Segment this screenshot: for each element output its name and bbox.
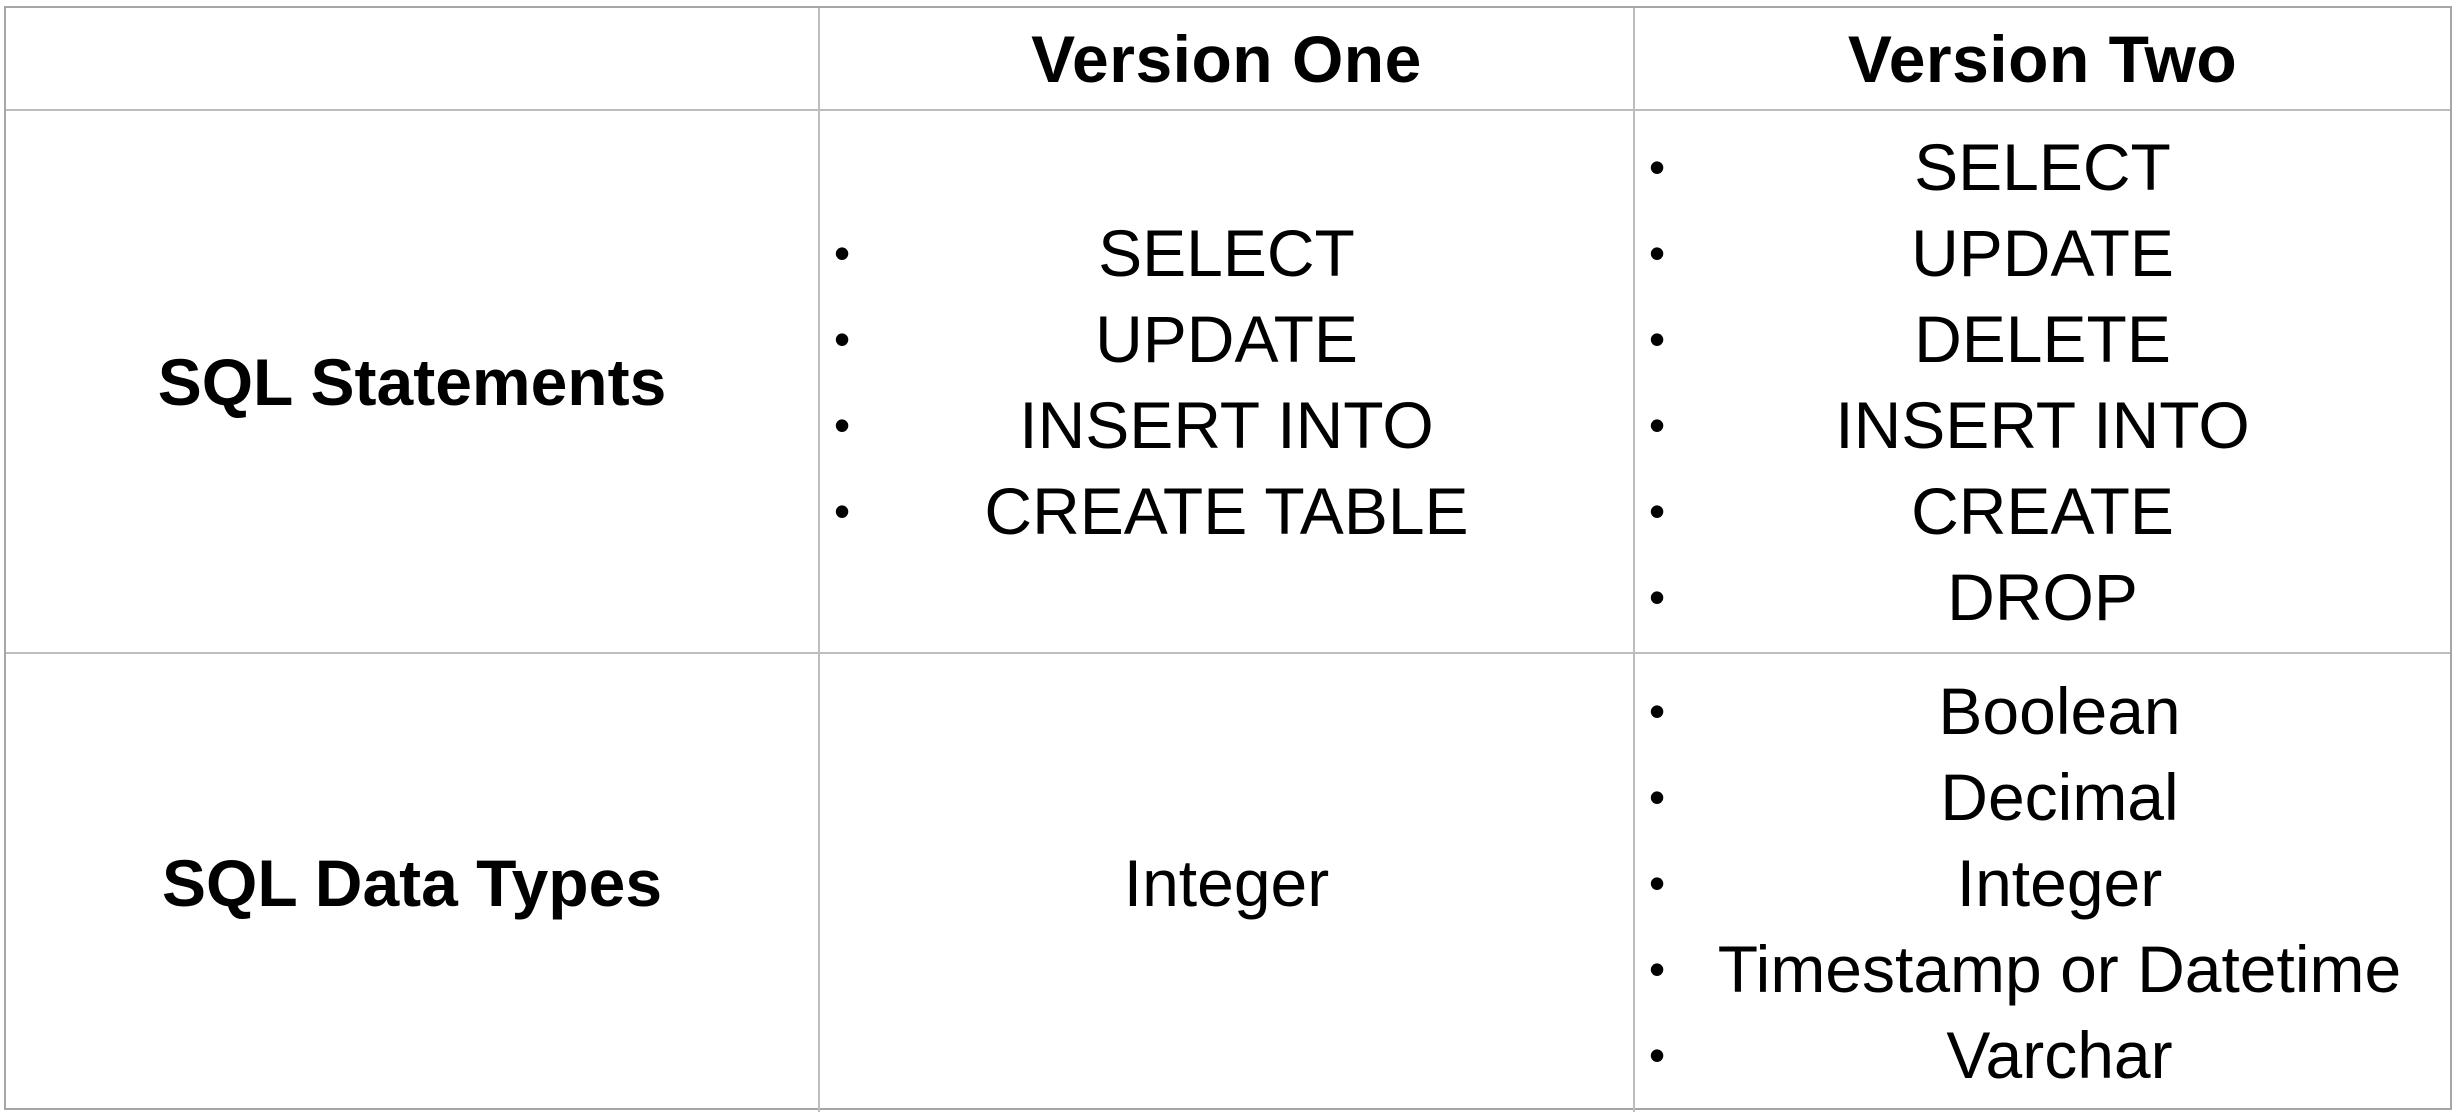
list-item: •SELECT [1635, 124, 2450, 210]
header-empty-cell [6, 8, 820, 111]
table-row-sql-statements: SQL Statements •SELECT •UPDATE •INSERT I… [6, 109, 2450, 654]
header-version-one: Version One [818, 8, 1635, 111]
cell-v2-statements: •SELECT •UPDATE •DELETE •INSERT INTO •CR… [1633, 109, 2450, 654]
list-item: •Integer [1635, 840, 2450, 926]
bullet-icon: • [1649, 226, 1666, 279]
list-item: •INSERT INTO [820, 382, 1633, 468]
cell-v1-data-types: Integer [818, 652, 1635, 1112]
bullet-icon: • [1649, 570, 1666, 623]
bullet-icon: • [1649, 140, 1666, 193]
header-version-two: Version Two [1633, 8, 2450, 111]
bullet-icon: • [1649, 398, 1666, 451]
bullet-icon: • [834, 226, 851, 279]
header-row: Version One Version Two [6, 8, 2450, 111]
bullet-icon: • [834, 398, 851, 451]
bullet-icon: • [1649, 685, 1666, 737]
row-label-sql-statements: SQL Statements [6, 109, 820, 654]
list-item: •Decimal [1635, 754, 2450, 840]
list-item: •Boolean [1635, 668, 2450, 754]
list-item: •Varchar [1635, 1012, 2450, 1098]
cell-v2-data-types: •Boolean •Decimal •Integer •Timestamp or… [1633, 652, 2450, 1112]
comparison-table-frame: Version One Version Two SQL Statements •… [4, 6, 2452, 1112]
list-item: •Timestamp or Datetime [1635, 926, 2450, 1012]
list-item: •CREATE [1635, 468, 2450, 554]
v1-statements-list: •SELECT •UPDATE •INSERT INTO •CREATE TAB… [820, 210, 1633, 554]
comparison-table: Version One Version Two SQL Statements •… [6, 8, 2450, 1112]
table-row-sql-data-types: SQL Data Types Integer •Boolean •Decimal… [6, 652, 2450, 1112]
list-item: •DELETE [1635, 296, 2450, 382]
row-label-sql-data-types: SQL Data Types [6, 652, 820, 1112]
bullet-icon: • [834, 312, 851, 365]
bullet-icon: • [1649, 771, 1666, 823]
list-item: •CREATE TABLE [820, 468, 1633, 554]
bullet-icon: • [1649, 484, 1666, 537]
bullet-icon: • [834, 484, 851, 537]
list-item: •DROP [1635, 554, 2450, 640]
bullet-icon: • [1649, 1029, 1666, 1081]
bullet-icon: • [1649, 312, 1666, 365]
v2-statements-list: •SELECT •UPDATE •DELETE •INSERT INTO •CR… [1635, 124, 2450, 640]
list-item: •UPDATE [820, 296, 1633, 382]
list-item: •UPDATE [1635, 210, 2450, 296]
bullet-icon: • [1649, 857, 1666, 909]
list-item: •INSERT INTO [1635, 382, 2450, 468]
v2-data-types-list: •Boolean •Decimal •Integer •Timestamp or… [1635, 668, 2450, 1098]
bullet-icon: • [1649, 943, 1666, 995]
list-item: •SELECT [820, 210, 1633, 296]
cell-v1-statements: •SELECT •UPDATE •INSERT INTO •CREATE TAB… [818, 109, 1635, 654]
